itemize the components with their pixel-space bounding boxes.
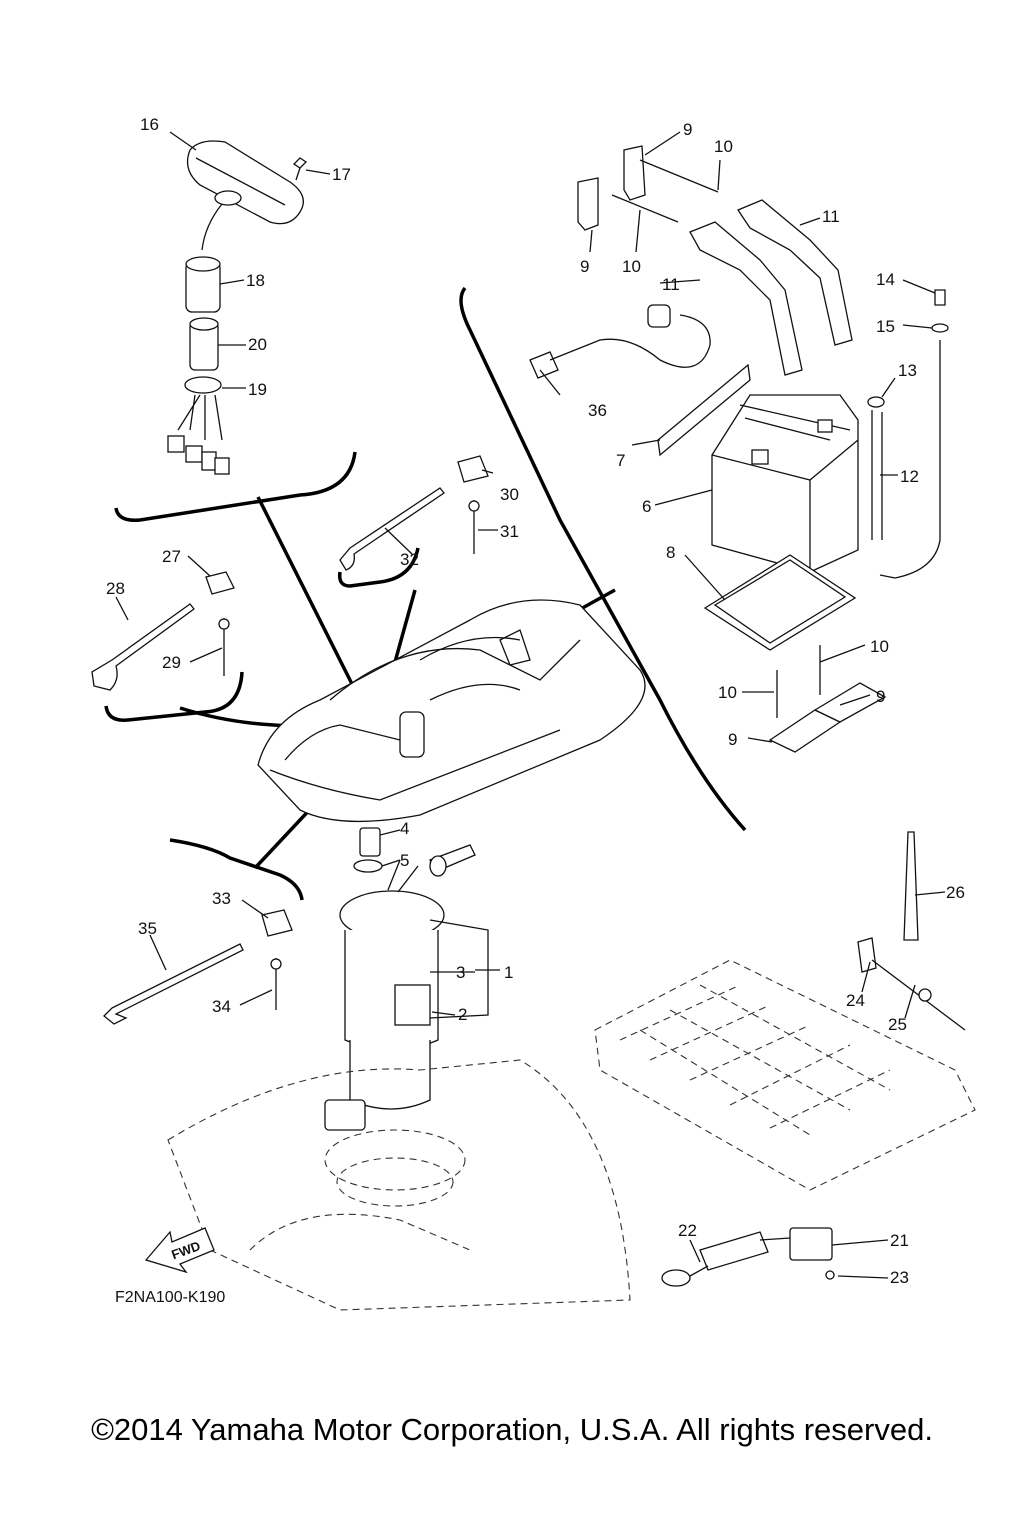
callout-3: 3 — [456, 963, 465, 982]
breather-14 — [934, 289, 946, 306]
callout-14: 14 — [876, 270, 895, 289]
tie-35 — [103, 943, 244, 1025]
clip-30 — [457, 455, 489, 483]
holder-9b — [623, 145, 646, 201]
callout-11b: 11 — [662, 275, 680, 294]
callout-21: 21 — [890, 1231, 909, 1250]
callout-9a: 9 — [683, 120, 692, 139]
clip-24 — [857, 937, 877, 973]
sensor-lead-36 — [529, 351, 559, 379]
callout-26: 26 — [946, 883, 965, 902]
lower-frame — [594, 959, 976, 1191]
callout-18: 18 — [246, 271, 265, 290]
sender-body-22 — [699, 1231, 769, 1271]
callout-15: 15 — [876, 317, 895, 336]
callout-30: 30 — [500, 485, 519, 504]
callout-28: 28 — [106, 579, 125, 598]
callout-36: 36 — [588, 401, 607, 420]
callout-29: 29 — [162, 653, 181, 672]
tie-28 — [91, 603, 195, 691]
callout-33: 33 — [212, 889, 231, 908]
fwd-arrow-icon — [144, 1227, 215, 1274]
clamp-15 — [931, 323, 949, 333]
clamp-19 — [184, 376, 222, 394]
band-11a — [689, 221, 803, 376]
callout-17: 17 — [332, 165, 351, 184]
callout-27: 27 — [162, 547, 181, 566]
callout-35: 35 — [138, 919, 157, 938]
copyright-notice: ©2014 Yamaha Motor Corporation, U.S.A. A… — [91, 1412, 933, 1447]
callout-6: 6 — [642, 497, 651, 516]
battery-plate-7 — [657, 363, 751, 457]
watercraft-hull — [257, 599, 646, 823]
callout-10c: 10 — [870, 637, 889, 656]
callout-11a: 11 — [822, 207, 840, 226]
leader-lines — [115, 131, 946, 1279]
clamp-5 — [353, 859, 383, 873]
screw-23 — [825, 1270, 835, 1280]
tie-26 — [903, 831, 919, 941]
band-11b — [737, 199, 853, 346]
callout-8: 8 — [666, 543, 675, 562]
callout-9c: 9 — [876, 687, 885, 706]
fwd-arrow: FWD — [144, 1227, 215, 1274]
callout-19: 19 — [248, 380, 267, 399]
clip-33 — [261, 909, 293, 937]
callout-13: 13 — [898, 361, 917, 380]
battery-6 — [711, 394, 859, 573]
callout-16: 16 — [140, 115, 159, 134]
callout-7: 7 — [616, 451, 625, 470]
callout-9b: 9 — [580, 257, 589, 276]
tie-32 — [339, 487, 445, 571]
filler-cap — [186, 140, 304, 225]
callout-5: 5 — [400, 851, 409, 870]
clip-27 — [205, 571, 235, 595]
fuel-sender-assembly — [661, 1227, 835, 1287]
sender-21 — [789, 1227, 833, 1261]
callout-32: 32 — [400, 550, 419, 569]
callout-20: 20 — [248, 335, 267, 354]
callout-9d: 9 — [728, 730, 737, 749]
callout-34: 34 — [212, 997, 231, 1016]
clips-and-ties — [91, 455, 966, 1031]
filler-cap-assembly — [167, 140, 308, 475]
callout-10d: 10 — [718, 683, 737, 702]
callout-25: 25 — [888, 1015, 907, 1034]
callout-23: 23 — [890, 1268, 909, 1287]
holder-9d — [813, 682, 887, 723]
callout-22: 22 — [678, 1221, 697, 1240]
callout-4: 4 — [400, 819, 409, 838]
screw-17 — [292, 157, 308, 169]
vent-hose-12 — [871, 410, 883, 540]
callout-24: 24 — [846, 991, 865, 1010]
holder-9a — [577, 177, 599, 231]
callout-2: 2 — [458, 1005, 467, 1024]
callout-12: 12 — [900, 467, 919, 486]
callout-10a: 10 — [714, 137, 733, 156]
battery-tray-8 — [703, 554, 857, 651]
callout-labels: 16 17 18 20 19 9 10 9 10 11 11 14 15 13 … — [106, 115, 965, 1287]
callout-31: 31 — [500, 522, 519, 541]
callout-10b: 10 — [622, 257, 641, 276]
fuel-pump-assembly — [324, 827, 476, 1131]
collar-4 — [359, 827, 381, 857]
battery-assembly — [529, 145, 949, 753]
clamp-13 — [867, 396, 885, 408]
reference-code: F2NA100-K190 — [115, 1289, 225, 1306]
fuel-tank — [167, 1059, 631, 1311]
callout-1: 1 — [504, 963, 513, 982]
